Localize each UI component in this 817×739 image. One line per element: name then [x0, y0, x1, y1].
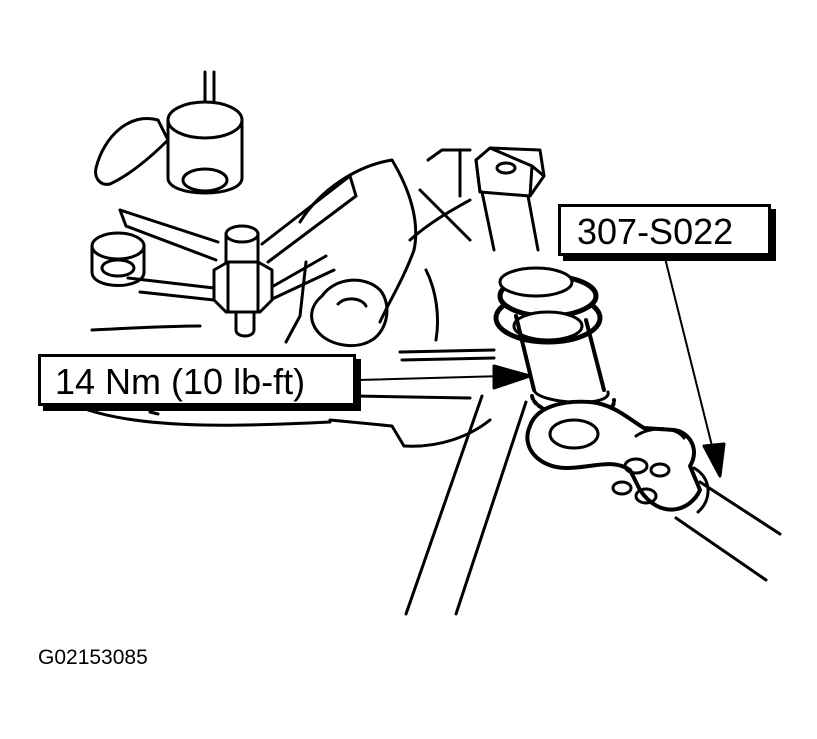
torque-spec-label: 14 Nm (10 lb-ft) [55, 361, 306, 402]
upper-boss [168, 102, 242, 193]
tool-number-callout: 307-S022 [558, 204, 771, 256]
tool-number-label: 307-S022 [577, 211, 734, 252]
center-stud-nut [214, 226, 272, 336]
mount-bracket [120, 176, 356, 300]
shaft-seal [496, 268, 600, 342]
shift-lever [527, 402, 700, 510]
shift-cable [676, 468, 780, 580]
leader-lines [358, 254, 724, 476]
figure-id: G02153085 [38, 646, 148, 669]
upper-mount-lug [96, 118, 168, 184]
shift-shaft-block [476, 148, 544, 250]
left-bushing [92, 233, 144, 286]
transmission-housing [88, 150, 494, 446]
torque-spec-callout: 14 Nm (10 lb-ft) [38, 354, 356, 406]
